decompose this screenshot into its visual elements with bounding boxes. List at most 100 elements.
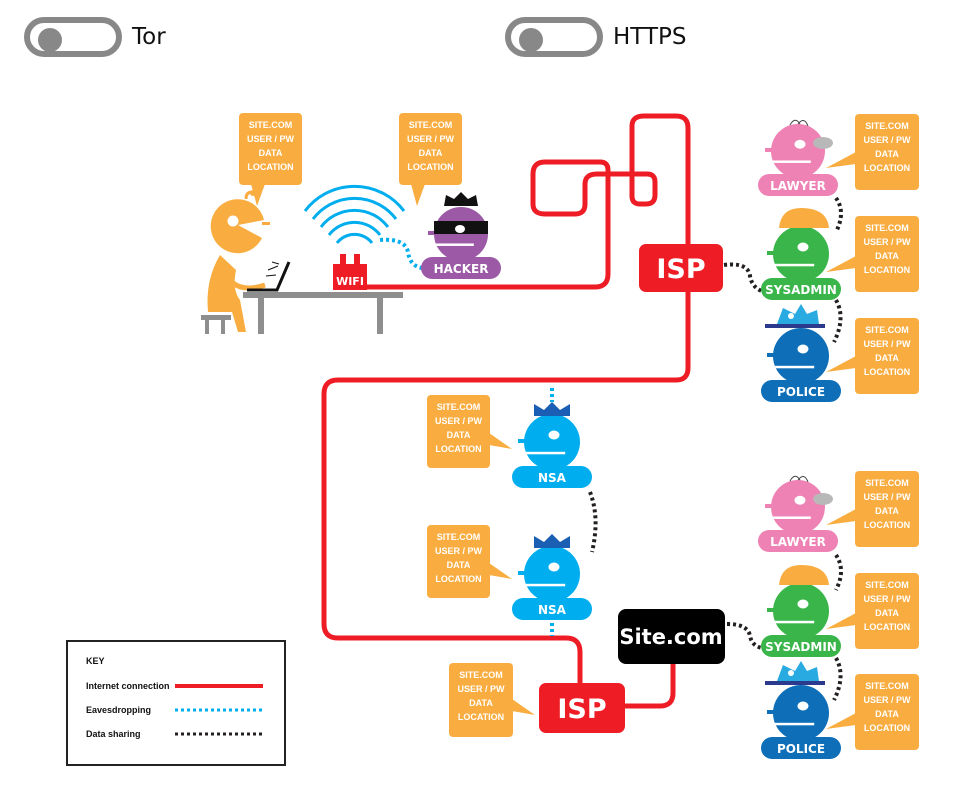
lawyer-label: LAWYER [770, 179, 826, 193]
bubble-tail [411, 184, 425, 206]
sharing-site-sysadmin [726, 622, 763, 650]
nsa-nose [518, 571, 526, 575]
legend-label-eavesdropping: Eavesdropping [86, 705, 151, 715]
bubble-line: DATA [875, 149, 899, 159]
bubble-line: DATA [875, 608, 899, 618]
isp-label: ISP [557, 694, 606, 725]
police-badge-icon [788, 313, 794, 319]
bubble-box [855, 471, 919, 547]
bubble-tail [489, 563, 512, 579]
bubble-box [855, 216, 919, 292]
bubble-line: SITE.COM [249, 120, 293, 130]
bubble-line: LOCATION [864, 367, 910, 377]
user-head [210, 199, 264, 254]
lawyer-mouth [773, 516, 811, 519]
police-cap-icon [777, 661, 819, 681]
lawyer-label: LAWYER [770, 535, 826, 549]
police-nose [767, 710, 775, 714]
bubble-line: DATA [875, 709, 899, 719]
nsa-nose [518, 439, 526, 443]
legend-box [66, 640, 286, 766]
bubble-line: SITE.COM [459, 670, 503, 680]
bubble-line: USER / PW [863, 237, 911, 247]
police-cap-brim [765, 324, 825, 328]
police: POLICE [761, 661, 841, 759]
police-mouth [775, 365, 815, 369]
https-toggle[interactable]: HTTPS [505, 17, 686, 57]
hacker: HACKER [421, 192, 501, 279]
sharing-isp-sysadmin [723, 262, 765, 294]
bubble-line: USER / PW [435, 546, 483, 556]
desk-leg [377, 298, 383, 334]
sharing-lawyer-sysadmin-top [834, 196, 843, 233]
nsa: NSA [512, 534, 592, 620]
wifi-label: WIFI [336, 275, 364, 288]
bubble-line: SITE.COM [437, 532, 481, 542]
bubble-tail [826, 356, 856, 372]
data-sharing-lines [588, 196, 843, 701]
sysadmin-head [773, 226, 829, 282]
police-mouth [775, 722, 815, 726]
bubble-box [855, 573, 919, 649]
nsa-mouth [526, 583, 566, 587]
hacker-label: HACKER [434, 262, 489, 276]
sharing-lawyer-sysadmin-bottom [834, 553, 843, 591]
tor-toggle-knob [38, 28, 62, 52]
nsa-mouth [526, 451, 566, 455]
bubble-line: DATA [875, 506, 899, 516]
stool [201, 315, 231, 320]
bubble-line: USER / PW [863, 594, 911, 604]
bubble-line: LOCATION [864, 520, 910, 530]
bubble-line: LOCATION [864, 723, 910, 733]
bubble-line: LOCATION [247, 162, 293, 172]
sysadmin-label: SYSADMIN [765, 283, 837, 297]
bubble-tail [489, 433, 512, 449]
bubble-line: LOCATION [435, 444, 481, 454]
bubble-line: SITE.COM [409, 120, 453, 130]
tor-toggle[interactable]: Tor [24, 17, 166, 57]
sysadmin-label: SYSADMIN [765, 640, 837, 654]
bubble-line: DATA [469, 698, 493, 708]
eavesdropping-lines [379, 237, 554, 636]
lawyer-mouth [773, 160, 811, 163]
user-eye [227, 215, 239, 227]
lawyer-earpiece-icon [813, 137, 833, 149]
https-toggle-label: HTTPS [613, 24, 687, 50]
user-body [207, 255, 246, 332]
bubble-line: DATA [875, 251, 899, 261]
police-badge [761, 380, 841, 402]
isp-node-bottom: ISP [539, 683, 625, 733]
sharing-sysadmin-police-bottom [832, 657, 843, 701]
lawyer: LAWYER [758, 119, 838, 196]
laptop [247, 261, 291, 292]
sysadmin-mouth [775, 263, 815, 267]
bubble-line: DATA [875, 353, 899, 363]
https-toggle-knob [519, 28, 543, 52]
bubble-line: LOCATION [864, 163, 910, 173]
police-badge [761, 737, 841, 759]
bubble-box [855, 114, 919, 190]
https-toggle-track[interactable] [505, 17, 603, 57]
sysadmin-hardhat-icon [771, 208, 829, 228]
site-label: Site.com [619, 625, 722, 649]
police-label: POLICE [777, 742, 825, 756]
sysadmin-badge [761, 635, 841, 657]
lawyer-eye [794, 139, 806, 149]
police-nose [767, 353, 775, 357]
sysadmin-badge [761, 278, 841, 300]
nsa-head [524, 546, 580, 602]
internet-line-isp-to-isp [321, 287, 691, 687]
police-eye [797, 344, 809, 354]
nsa-head [524, 414, 580, 470]
lawyer-hair [789, 475, 809, 483]
internet-line-wifi-to-isp [362, 113, 691, 290]
tor-toggle-track[interactable] [24, 17, 122, 57]
bubble-line: SITE.COM [865, 681, 909, 691]
legend-title: KEY [86, 656, 105, 666]
bubble-line: SITE.COM [865, 223, 909, 233]
lawyer-badge [758, 174, 838, 196]
